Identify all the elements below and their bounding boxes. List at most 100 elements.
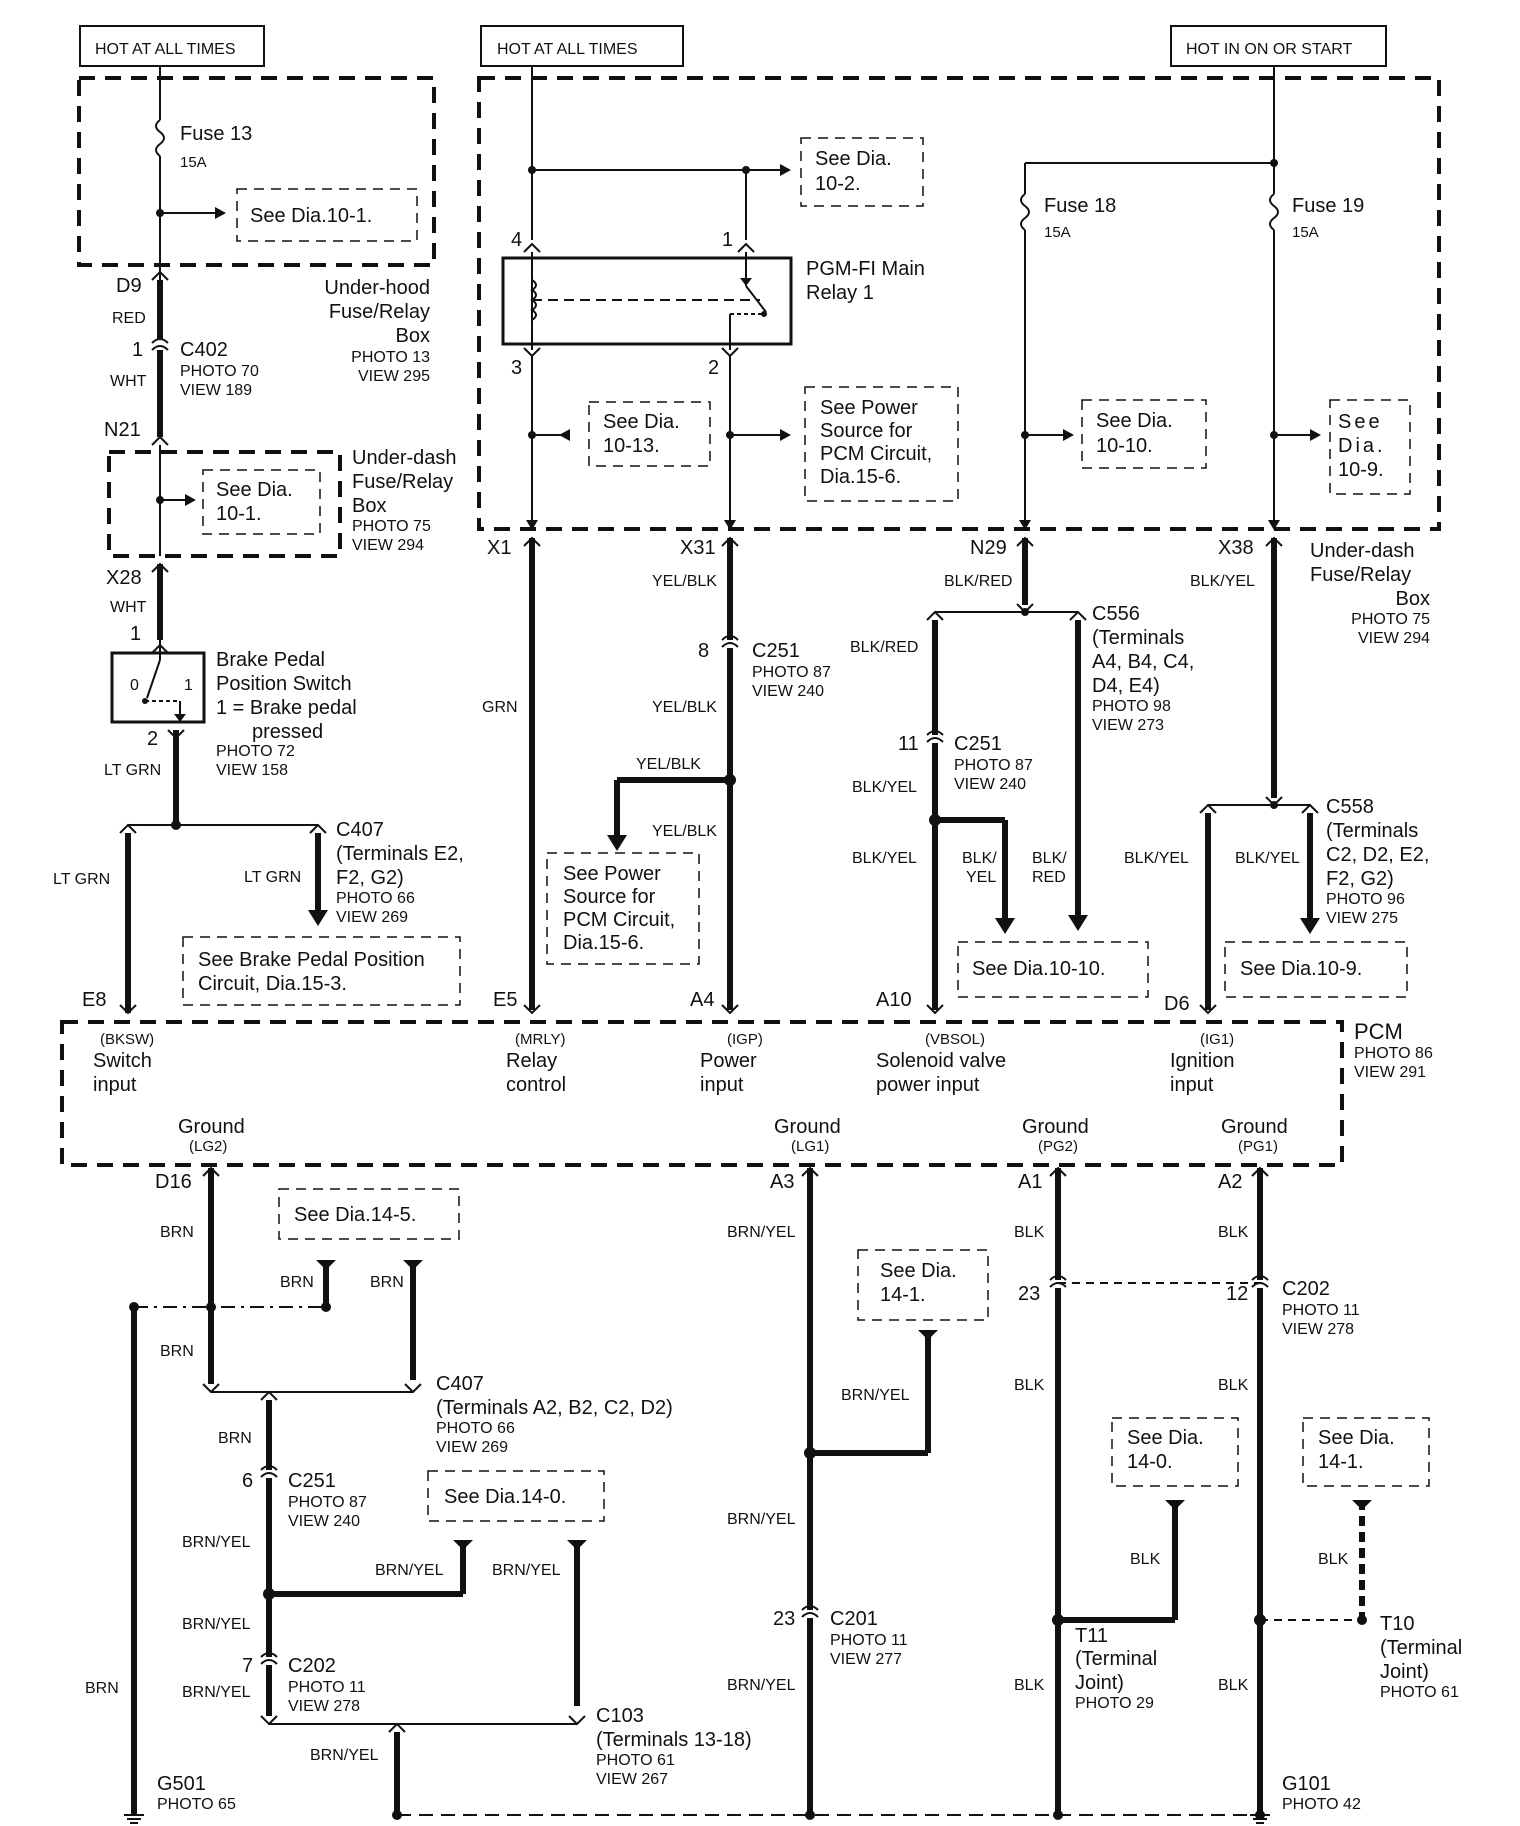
svg-text:10-10.: 10-10. [1096,435,1153,457]
svg-text:VIEW 267: VIEW 267 [596,1771,668,1788]
svg-text:VIEW 240: VIEW 240 [752,683,824,700]
svg-text:C2, D2, E2,: C2, D2, E2, [1326,844,1429,866]
svg-text:input: input [93,1074,137,1096]
brake-pedal-position-switch: 0 1 [110,640,206,724]
svg-text:X31: X31 [680,537,716,559]
svg-text:1: 1 [132,339,143,361]
svg-text:C202: C202 [1282,1278,1330,1300]
svg-text:(Terminal: (Terminal [1075,1648,1157,1670]
svg-text:BRN: BRN [280,1274,314,1291]
svg-text:(Terminals: (Terminals [1092,627,1184,649]
svg-text:D9: D9 [116,275,142,297]
svg-text:See Dia.: See Dia. [1318,1427,1395,1449]
svg-text:D16: D16 [155,1171,192,1193]
svg-text:N29: N29 [970,537,1007,559]
fuse13-symbol [155,119,165,157]
svg-text:VIEW 269: VIEW 269 [436,1439,508,1456]
svg-text:Under-dash: Under-dash [1310,540,1415,562]
svg-text:BRN/YEL: BRN/YEL [375,1562,444,1579]
svg-text:BLK/YEL: BLK/YEL [1190,573,1255,590]
svg-text:control: control [506,1074,566,1096]
svg-text:RED: RED [1032,869,1066,886]
svg-text:YEL/BLK: YEL/BLK [652,823,717,840]
svg-text:VIEW 275: VIEW 275 [1326,910,1398,927]
svg-text:See Dia.: See Dia. [216,479,293,501]
svg-text:BRN/YEL: BRN/YEL [492,1562,561,1579]
svg-text:A4, B4, C4,: A4, B4, C4, [1092,651,1194,673]
svg-text:VIEW 291: VIEW 291 [1354,1064,1426,1081]
svg-text:Switch: Switch [93,1050,152,1072]
svg-text:PHOTO 75: PHOTO 75 [1351,611,1430,628]
svg-text:E5: E5 [493,989,517,1011]
svg-text:Fuse 18: Fuse 18 [1044,195,1116,217]
svg-text:BLK: BLK [1218,1377,1249,1394]
svg-text:12: 12 [1226,1283,1248,1305]
svg-text:PHOTO 42: PHOTO 42 [1282,1796,1361,1813]
hot-label-mid: HOT AT ALL TIMES [480,25,684,67]
svg-text:Joint): Joint) [1075,1672,1124,1694]
svg-text:Source for: Source for [820,420,913,442]
svg-text:BRN/YEL: BRN/YEL [310,1747,379,1764]
svg-text:pressed: pressed [252,721,323,743]
svg-text:C202: C202 [288,1655,336,1677]
svg-text:(VBSOL): (VBSOL) [925,1031,985,1048]
svg-text:VIEW 240: VIEW 240 [288,1513,360,1530]
svg-text:(Terminals 13-18): (Terminals 13-18) [596,1729,752,1751]
svg-text:See Power: See Power [820,397,918,419]
svg-text:23: 23 [773,1608,795,1630]
svg-text:See Dia.10-1.: See Dia.10-1. [250,205,372,227]
svg-text:BLK: BLK [1218,1224,1249,1241]
svg-text:2: 2 [147,728,158,750]
hot-label-left: HOT AT ALL TIMES [79,25,265,67]
svg-text:Ground: Ground [178,1116,245,1138]
svg-text:F2, G2): F2, G2) [336,867,404,889]
svg-text:Dia.15-6.: Dia.15-6. [563,932,644,954]
svg-text:Box: Box [1396,588,1430,610]
svg-text:C251: C251 [288,1470,336,1492]
svg-text:BRN/YEL: BRN/YEL [182,1534,251,1551]
svg-text:F2, G2): F2, G2) [1326,868,1394,890]
svg-text:BRN/YEL: BRN/YEL [841,1387,910,1404]
svg-text:See Dia.14-5.: See Dia.14-5. [294,1204,416,1226]
svg-text:3: 3 [511,357,522,379]
svg-text:15A: 15A [1044,224,1071,241]
svg-text:(PG1): (PG1) [1238,1138,1278,1155]
svg-text:VIEW 294: VIEW 294 [1358,630,1430,647]
svg-text:(IGP): (IGP) [727,1031,763,1048]
svg-text:PHOTO 61: PHOTO 61 [1380,1684,1459,1701]
svg-text:23: 23 [1018,1283,1040,1305]
svg-text:BLK: BLK [1014,1224,1045,1241]
svg-text:BLK/YEL: BLK/YEL [852,779,917,796]
fuse18-symbol [1020,193,1030,231]
svg-text:C201: C201 [830,1608,878,1630]
svg-text:BLK/YEL: BLK/YEL [1235,850,1300,867]
svg-text:Box: Box [396,325,430,347]
svg-text:VIEW 278: VIEW 278 [1282,1321,1354,1338]
svg-text:15A: 15A [1292,224,1319,241]
svg-text:See Brake Pedal Position: See Brake Pedal Position [198,949,425,971]
svg-text:X28: X28 [106,567,142,589]
svg-text:BRN/YEL: BRN/YEL [727,1677,796,1694]
svg-text:N21: N21 [104,419,141,441]
svg-text:BRN: BRN [160,1224,194,1241]
svg-text:C556: C556 [1092,603,1140,625]
svg-text:(MRLY): (MRLY) [515,1031,566,1048]
svg-text:BRN/YEL: BRN/YEL [182,1684,251,1701]
pgm-fi-main-relay [501,252,793,350]
svg-text:PHOTO 65: PHOTO 65 [157,1796,236,1813]
pcm-module [60,1020,1344,1167]
svg-text:See: See [1338,411,1383,433]
svg-text:1: 1 [184,677,193,694]
svg-text:4: 4 [511,229,522,251]
svg-text:(IG1): (IG1) [1200,1031,1234,1048]
svg-text:C251: C251 [752,640,800,662]
svg-text:BLK: BLK [1014,1677,1045,1694]
svg-text:input: input [1170,1074,1214,1096]
svg-text:(Terminals E2,: (Terminals E2, [336,843,464,865]
svg-text:BRN/YEL: BRN/YEL [182,1616,251,1633]
svg-text:PHOTO 11: PHOTO 11 [830,1632,908,1649]
svg-text:PHOTO 96: PHOTO 96 [1326,891,1405,908]
svg-text:(PG2): (PG2) [1038,1138,1078,1155]
svg-text:6: 6 [242,1470,253,1492]
svg-text:(Terminals: (Terminals [1326,820,1418,842]
